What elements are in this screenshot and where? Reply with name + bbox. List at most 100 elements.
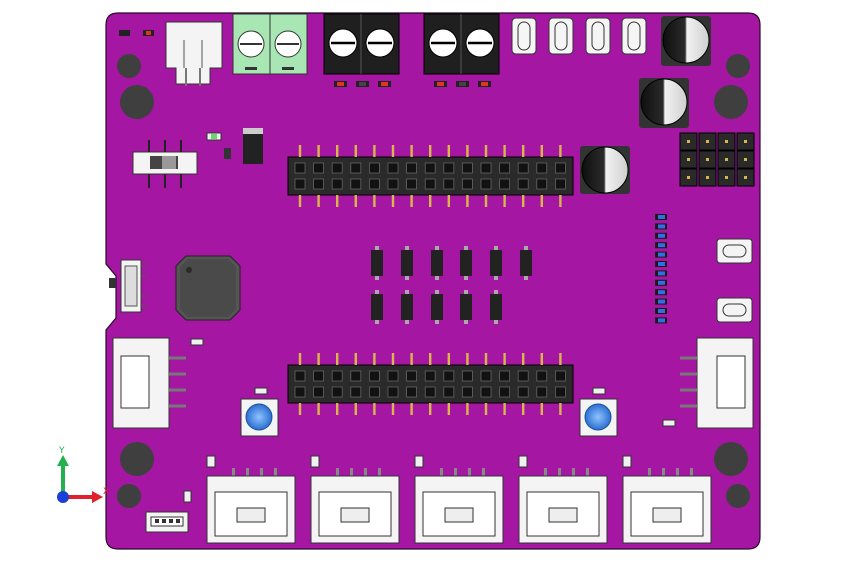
header-pin [559,195,562,207]
smd-diode [520,250,532,276]
header-socket [406,370,418,382]
smd-led-lens [658,262,665,266]
mount-hole [117,484,141,508]
header-pin [317,195,320,207]
slide-switch[interactable] [132,140,198,188]
jst-connector-row-bottom[interactable] [206,455,712,544]
smd-led-green[interactable] [206,132,222,141]
diode-lead [494,290,498,294]
header-socket [517,370,529,382]
header-socket [499,370,511,382]
header-pin [373,195,376,207]
header-pin [540,403,543,415]
header-socket [368,386,380,398]
smd-resistor [622,455,632,468]
header-socket [350,370,362,382]
header-socket [331,386,343,398]
header-pin [410,145,413,157]
mount-hole [714,85,748,119]
connector-pin [336,468,339,482]
crystal-oscillators-top[interactable] [511,17,647,55]
header-pin [725,176,728,179]
header-socket [313,178,325,190]
mount-hole [117,54,141,78]
power-connector[interactable] [165,21,223,86]
pin-header-2x4-right[interactable] [679,132,755,187]
header-socket [517,178,529,190]
smd-resistor [310,455,320,468]
black-screw-terminal-left[interactable] [323,13,400,75]
mounting-holes [117,54,750,508]
smd-resistor-pair-top-left[interactable] [119,30,154,36]
header-pin [503,353,506,365]
connector-pin [378,468,381,482]
green-screw-terminal[interactable] [232,13,308,75]
smd-resistor-row-under-terminals[interactable] [334,81,491,87]
pin-header-top[interactable] [287,145,574,207]
header-pin [336,195,339,207]
smd-led-lens [658,224,665,229]
header-socket [555,370,566,382]
header-socket [517,162,529,174]
header-pin [336,353,339,365]
smd-led-lens [658,215,665,219]
header-pin [354,403,357,415]
smd-diode [431,250,443,276]
small-4pin-connector[interactable] [145,490,192,533]
header-pin [354,145,357,157]
diode-lead [494,246,498,250]
header-socket [406,178,418,190]
header-socket [499,386,511,398]
header-pin [540,353,543,365]
diode-lead [464,320,468,324]
header-socket [536,370,548,382]
electrolytic-capacitor[interactable] [639,78,689,128]
header-pin [429,403,432,415]
smd-led-lens [658,252,665,257]
smd-capacitor[interactable] [224,148,231,159]
usb-connector[interactable] [109,259,147,313]
mount-hole [726,484,750,508]
header-socket [499,178,511,190]
connector-pin [364,468,367,482]
crystal-hc49-lower[interactable] [716,297,753,323]
mount-hole [714,442,748,476]
header-pin [522,353,525,365]
pin-header-bottom[interactable] [287,353,574,415]
header-socket [387,178,399,190]
diode-lead [405,246,409,250]
header-pin [706,158,709,161]
smd-resistor [518,455,528,468]
header-pin [373,403,376,415]
push-button-left[interactable] [240,387,279,437]
diode-lead [435,290,439,294]
electrolytic-capacitor[interactable] [580,146,630,194]
smd-diode[interactable] [243,128,263,164]
microcontroller-chip[interactable] [175,255,241,321]
diode-lead [375,246,379,250]
push-button-right[interactable] [579,387,618,437]
led-column-right[interactable] [655,214,667,324]
header-socket [387,386,399,398]
header-pin [429,195,432,207]
black-screw-terminal-right[interactable] [423,13,500,75]
header-pin [391,353,395,365]
header-pin [317,403,320,415]
header-pin [522,403,525,415]
crystal-hc49-upper[interactable] [716,238,753,264]
header-socket [294,162,306,174]
header-pin [744,140,747,143]
header-socket [461,162,473,174]
header-socket [555,162,566,174]
electrolytic-capacitor[interactable] [661,16,711,66]
jst-connector-right[interactable] [662,337,754,429]
connector-latch [652,507,682,523]
header-pin [484,145,488,157]
header-pin [391,403,395,415]
jst-connector-left[interactable] [112,337,204,429]
smd-diode-array[interactable] [371,246,532,324]
header-socket [480,162,492,174]
connector-pin [544,468,547,482]
